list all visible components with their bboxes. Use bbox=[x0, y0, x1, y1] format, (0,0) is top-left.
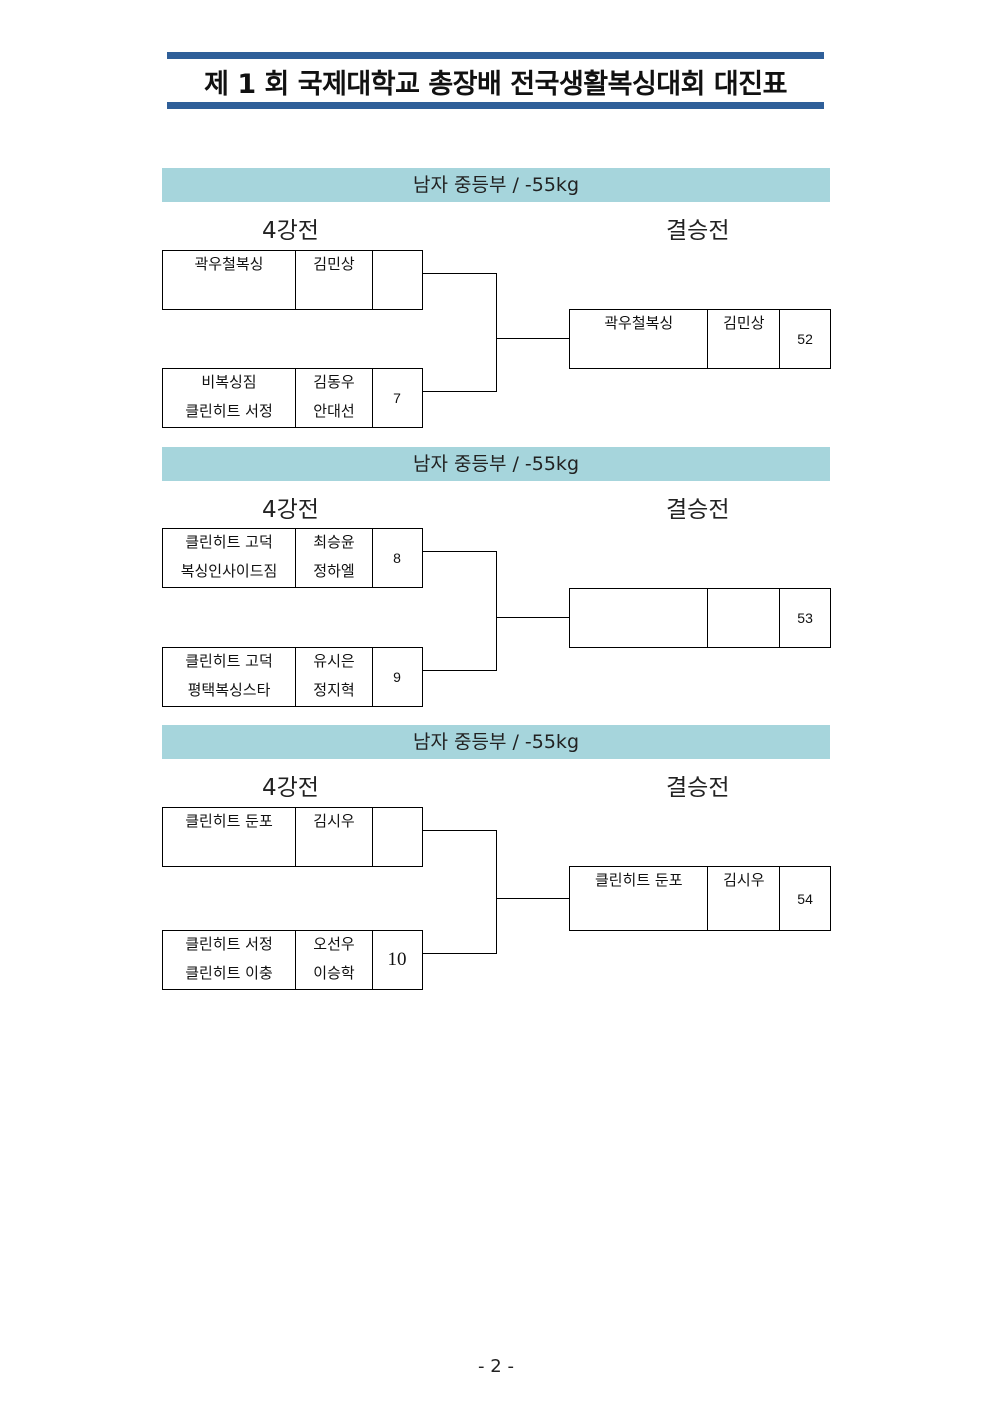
athlete-cell: 김민상 bbox=[296, 251, 373, 309]
athlete-cell: 유시은 정지혁 bbox=[296, 648, 373, 706]
bracket-line bbox=[423, 391, 497, 392]
team-cell: 클린히트 서정 클린히트 이충 bbox=[163, 931, 296, 989]
team-cell: 클린히트 고덕 복싱인사이드짐 bbox=[163, 529, 296, 587]
team-name: 클린히트 둔포 bbox=[594, 871, 683, 889]
final-entry: 클린히트 둔포 김시우 54 bbox=[569, 866, 831, 931]
bracket-line bbox=[496, 273, 497, 392]
athlete-cell bbox=[708, 589, 781, 647]
team-cell: 곽우철복싱 bbox=[570, 310, 709, 368]
bout-number bbox=[373, 808, 421, 866]
team-cell: 클린히트 둔포 bbox=[163, 808, 296, 866]
bracket-line bbox=[423, 273, 497, 274]
team-cell: 곽우철복싱 bbox=[163, 251, 296, 309]
athlete-name: 안대선 bbox=[313, 402, 355, 420]
team-name: 클린히트 서정 bbox=[185, 402, 273, 420]
team-name: 클린히트 둔포 bbox=[185, 812, 273, 830]
athlete-cell: 김동우 안대선 bbox=[296, 369, 373, 427]
team-name: 곽우철복싱 bbox=[194, 255, 264, 273]
bout-number: 53 bbox=[797, 610, 813, 626]
match-entry: 클린히트 둔포 김시우 bbox=[162, 807, 423, 867]
team-cell: 클린히트 고덕 평택복싱스타 bbox=[163, 648, 296, 706]
bracket-line bbox=[496, 898, 569, 899]
athlete-name: 정지혁 bbox=[313, 681, 355, 699]
semifinal-label: 4강전 bbox=[262, 775, 319, 801]
team-name: 비복싱짐 bbox=[201, 373, 257, 391]
final-entry: 53 bbox=[569, 588, 831, 648]
bracket-line bbox=[496, 338, 569, 339]
team-name: 복싱인사이드짐 bbox=[180, 562, 278, 580]
bracket-section: 남자 중등부 / -55kg 4강전 결승전 클린히트 둔포 김시우 클린히트 … bbox=[0, 725, 992, 990]
bout-number: 8 bbox=[393, 550, 401, 566]
athlete-name: 김민상 bbox=[723, 314, 765, 332]
match-entry: 클린히트 고덕 복싱인사이드짐 최승윤 정하엘 8 bbox=[162, 528, 423, 588]
bracket-line bbox=[423, 953, 497, 954]
bout-number: 9 bbox=[393, 669, 401, 685]
bracket-line bbox=[496, 551, 497, 671]
final-label: 결승전 bbox=[666, 775, 730, 801]
team-name: 평택복싱스타 bbox=[187, 681, 271, 699]
division-banner: 남자 중등부 / -55kg bbox=[162, 447, 830, 481]
division-banner: 남자 중등부 / -55kg bbox=[162, 725, 830, 759]
team-name: 곽우철복싱 bbox=[604, 314, 674, 332]
page-title: 제 1 회 국제대학교 총장배 전국생활복싱대회 대진표 bbox=[204, 69, 787, 100]
athlete-name: 정하엘 bbox=[313, 562, 355, 580]
athlete-name: 김시우 bbox=[723, 871, 765, 889]
athlete-name: 김동우 bbox=[313, 373, 355, 391]
bracket-line bbox=[496, 617, 569, 618]
division-banner: 남자 중등부 / -55kg bbox=[162, 168, 830, 202]
athlete-name: 유시은 bbox=[313, 652, 355, 670]
team-name: 클린히트 고덕 bbox=[185, 652, 273, 670]
team-cell bbox=[570, 589, 709, 647]
team-name: 클린히트 이충 bbox=[185, 964, 273, 982]
athlete-name: 김민상 bbox=[313, 255, 355, 273]
team-cell: 비복싱짐 클린히트 서정 bbox=[163, 369, 296, 427]
bracket-line bbox=[423, 830, 497, 831]
athlete-name: 최승윤 bbox=[313, 533, 355, 551]
team-name: 클린히트 고덕 bbox=[185, 533, 273, 551]
match-entry: 클린히트 고덕 평택복싱스타 유시은 정지혁 9 bbox=[162, 647, 423, 707]
athlete-name: 김시우 bbox=[313, 812, 355, 830]
match-entry: 곽우철복싱 김민상 bbox=[162, 250, 423, 310]
athlete-cell: 김시우 bbox=[708, 867, 781, 930]
athlete-name: 오선우 bbox=[313, 935, 355, 953]
bout-number: 52 bbox=[797, 331, 813, 347]
final-entry: 곽우철복싱 김민상 52 bbox=[569, 309, 831, 369]
bracket-section: 남자 중등부 / -55kg 4강전 결승전 클린히트 고덕 복싱인사이드짐 최… bbox=[0, 447, 992, 707]
final-label: 결승전 bbox=[666, 497, 730, 523]
match-entry: 클린히트 서정 클린히트 이충 오선우 이승학 10 bbox=[162, 930, 423, 990]
bout-number bbox=[373, 251, 421, 309]
bout-number: 7 bbox=[393, 390, 401, 406]
bracket-section: 남자 중등부 / -55kg 4강전 결승전 곽우철복싱 김민상 비복싱짐 클린… bbox=[0, 168, 992, 428]
bout-number: 10 bbox=[387, 949, 407, 970]
semifinal-label: 4강전 bbox=[262, 497, 319, 523]
page-number: - 2 - bbox=[478, 1356, 514, 1377]
team-cell: 클린히트 둔포 bbox=[570, 867, 709, 930]
bracket-line bbox=[423, 551, 497, 552]
final-label: 결승전 bbox=[666, 218, 730, 244]
title-bar-top bbox=[167, 52, 824, 59]
bracket-line bbox=[496, 830, 497, 954]
athlete-cell: 오선우 이승학 bbox=[296, 931, 373, 989]
athlete-name: 이승학 bbox=[313, 964, 355, 982]
title-bar-bottom bbox=[167, 102, 824, 109]
bracket-line bbox=[423, 670, 497, 671]
semifinal-label: 4강전 bbox=[262, 218, 319, 244]
team-name: 클린히트 서정 bbox=[185, 935, 273, 953]
bout-number: 54 bbox=[797, 890, 813, 907]
match-entry: 비복싱짐 클린히트 서정 김동우 안대선 7 bbox=[162, 368, 423, 428]
athlete-cell: 김시우 bbox=[296, 808, 373, 866]
athlete-cell: 최승윤 정하엘 bbox=[296, 529, 373, 587]
athlete-cell: 김민상 bbox=[708, 310, 781, 368]
